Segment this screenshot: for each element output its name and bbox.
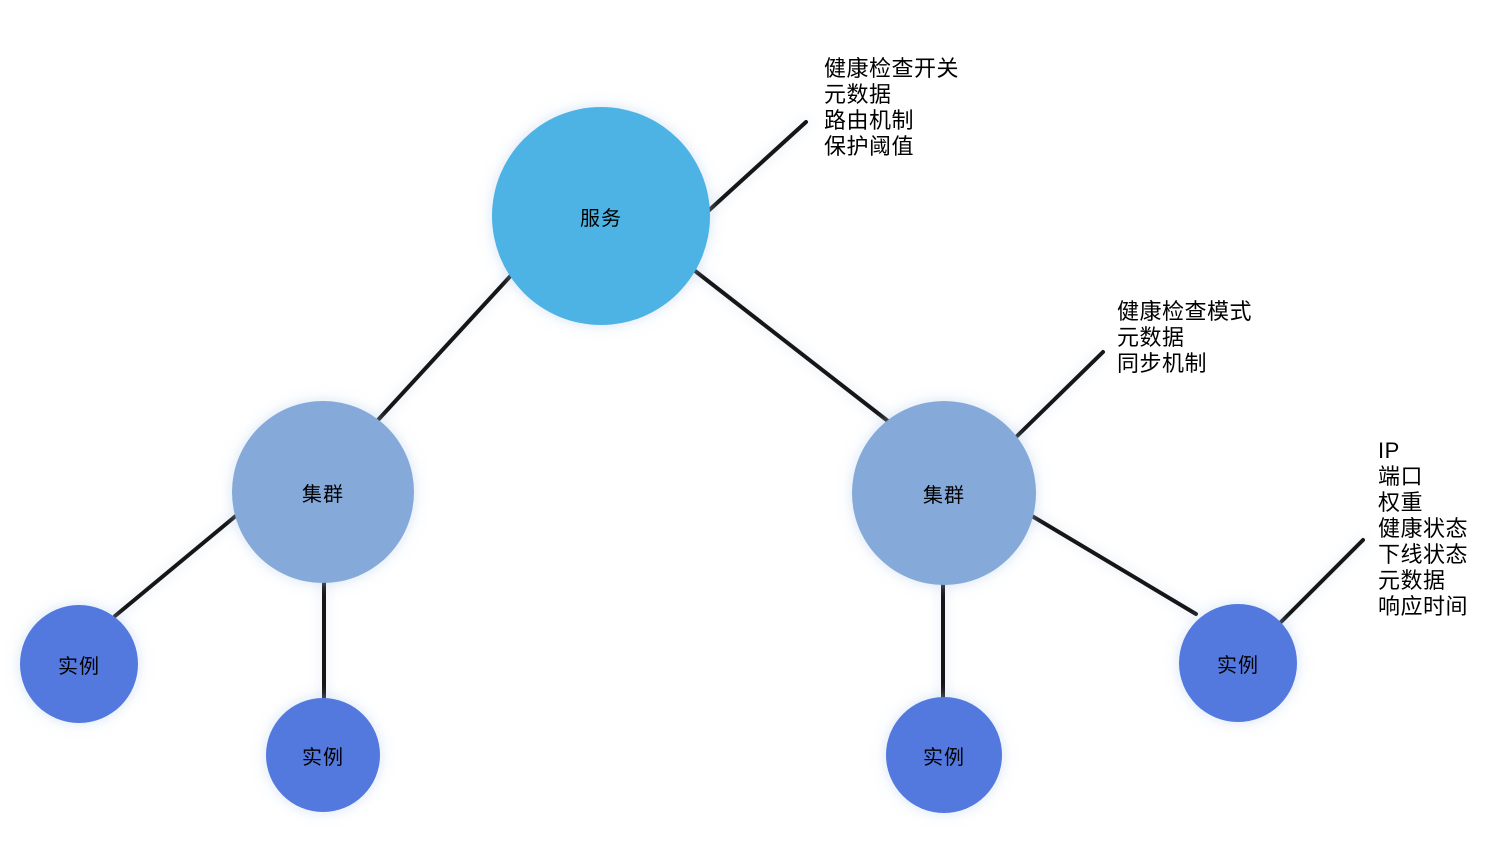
edge-cluster-left-to-instance-left (113, 498, 257, 618)
node-instance-right: 实例 (1179, 604, 1297, 722)
edge-cluster-right-to-instance-right (1030, 514, 1198, 616)
node-instance-middle-label: 实例 (923, 746, 965, 769)
node-cluster-right-label: 集群 (923, 484, 965, 507)
node-instance-right-label: 实例 (1217, 654, 1259, 677)
node-service: 服务 (492, 107, 710, 325)
edge-service-to-cluster-right (688, 265, 895, 427)
node-instance-left: 实例 (20, 605, 138, 723)
node-cluster-left-label: 集群 (302, 483, 344, 506)
edge-service-to-annotation (704, 120, 808, 215)
annotation-cluster-properties: 健康检查模式 元数据 同步机制 (1117, 299, 1253, 376)
node-cluster-left: 集群 (232, 401, 414, 583)
node-instance-left-label: 实例 (58, 655, 100, 678)
edge-service-to-cluster-left (376, 268, 518, 422)
node-cluster-right: 集群 (852, 401, 1036, 585)
node-instance-left-2: 实例 (266, 698, 380, 812)
annotation-service-properties: 健康检查开关 元数据 路由机制 保护阈值 (824, 56, 960, 159)
annotation-instance-properties: IP 端口 权重 健康状态 下线状态 元数据 响应时间 (1378, 438, 1469, 619)
node-service-label: 服务 (580, 207, 622, 230)
node-instance-middle: 实例 (886, 697, 1002, 813)
edge-instance-to-annotation (1272, 538, 1365, 631)
edge-cluster-to-annotation (1010, 350, 1105, 443)
node-instance-left-2-label: 实例 (302, 746, 344, 769)
